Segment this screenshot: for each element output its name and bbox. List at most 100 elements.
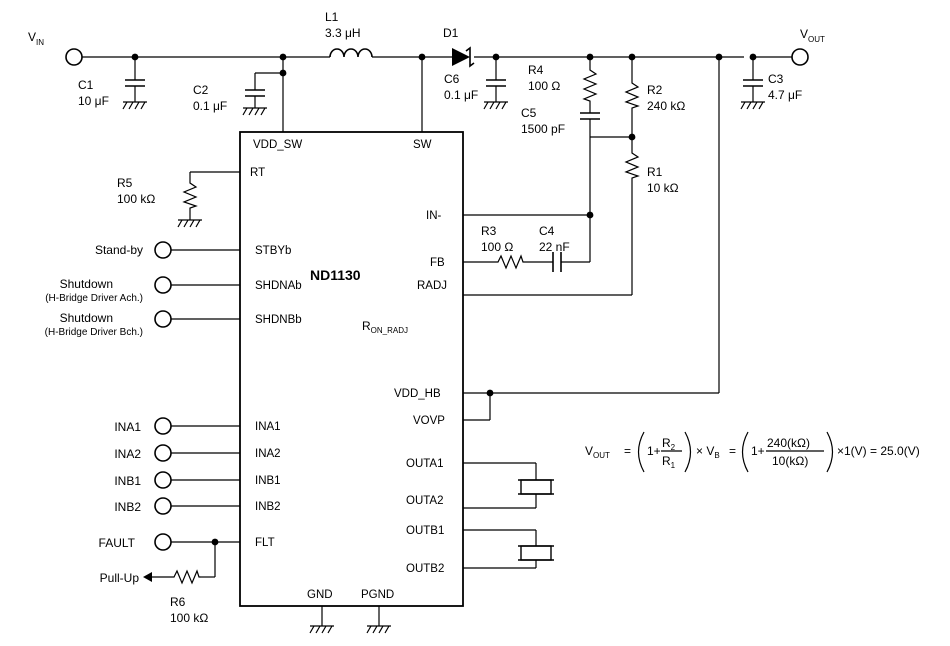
pin-fb: FB bbox=[430, 257, 445, 269]
resistor-r4-symbol bbox=[582, 66, 598, 104]
r3-ref: R3 bbox=[481, 224, 497, 238]
ground-icon bbox=[366, 625, 391, 634]
capacitor-c3-symbol bbox=[743, 79, 763, 87]
pin-outa1: OUTA1 bbox=[406, 458, 444, 470]
junction-dot bbox=[628, 133, 636, 141]
pin-outb1: OUTB1 bbox=[406, 525, 444, 537]
formula-paren-left-2 bbox=[741, 431, 749, 473]
shutdown-b-label: Shutdown bbox=[60, 311, 113, 325]
ron-radj-label: RON_RADJ bbox=[362, 319, 408, 335]
r6-value: 100 kΩ bbox=[170, 611, 208, 625]
ground-icon bbox=[122, 101, 147, 110]
capacitor-c4-symbol bbox=[552, 252, 562, 272]
c5-ref: C5 bbox=[521, 106, 537, 120]
c3-value: 4.7 μF bbox=[768, 88, 802, 102]
resistor-r3-symbol bbox=[495, 254, 525, 270]
ports bbox=[65, 48, 809, 551]
junction-dot bbox=[715, 53, 723, 61]
vin-label: VIN bbox=[28, 30, 44, 47]
formula-numerator: 240(kΩ) bbox=[767, 436, 810, 450]
d1-ref: D1 bbox=[443, 26, 459, 40]
resistor-r2-symbol bbox=[624, 80, 640, 110]
c6-ref: C6 bbox=[444, 72, 460, 86]
resistor-r1-symbol bbox=[624, 150, 640, 180]
ground-icon bbox=[483, 101, 508, 110]
r1-ref: R1 bbox=[647, 165, 663, 179]
ground-icon bbox=[242, 107, 267, 116]
diode-d1-symbol bbox=[452, 46, 475, 68]
junction-dot bbox=[418, 53, 426, 61]
pin-vovp: VOVP bbox=[413, 415, 445, 427]
vout-formula: VOUT = 1+ R2 R1 × VB = 1+ 240(kΩ) 10(kΩ)… bbox=[585, 431, 920, 473]
r3-value: 100 Ω bbox=[481, 240, 513, 254]
pullup-label: Pull-Up bbox=[100, 571, 140, 585]
ground-icon bbox=[740, 101, 765, 110]
junction-dot bbox=[279, 53, 287, 61]
c2-ref: C2 bbox=[193, 83, 209, 97]
c5-value: 1500 pF bbox=[521, 122, 565, 136]
resistor-r6-symbol bbox=[171, 569, 201, 585]
inb2-label: INB2 bbox=[114, 500, 141, 514]
ina1-terminal[interactable] bbox=[154, 417, 172, 435]
inb2-terminal[interactable] bbox=[154, 497, 172, 515]
inductor-l1-symbol bbox=[329, 48, 373, 58]
c2-value: 0.1 μF bbox=[193, 99, 227, 113]
shutdown-b-terminal[interactable] bbox=[154, 310, 172, 328]
junction-dot bbox=[586, 211, 594, 219]
vin-terminal[interactable] bbox=[65, 48, 83, 66]
junction-dots bbox=[131, 53, 757, 546]
standby-label: Stand-by bbox=[95, 243, 143, 257]
motor-b-symbol bbox=[518, 545, 554, 561]
ground-icon bbox=[177, 219, 202, 228]
resistor-r5-symbol bbox=[182, 180, 198, 210]
ina2-terminal[interactable] bbox=[154, 444, 172, 462]
inb1-terminal[interactable] bbox=[154, 471, 172, 489]
ic-nd1130-body bbox=[239, 131, 464, 607]
l1-ref: L1 bbox=[325, 10, 339, 24]
junction-dot bbox=[586, 53, 594, 61]
r4-value: 100 Ω bbox=[528, 79, 560, 93]
junction-dot bbox=[628, 53, 636, 61]
fault-terminal[interactable] bbox=[154, 533, 172, 551]
junction-dot bbox=[279, 69, 287, 77]
formula-r1: R1 bbox=[662, 454, 676, 470]
standby-terminal[interactable] bbox=[154, 241, 172, 259]
c3-ref: C3 bbox=[768, 72, 784, 86]
formula-vout: VOUT bbox=[585, 444, 610, 460]
r1-value: 10 kΩ bbox=[647, 181, 679, 195]
pin-gnd: GND bbox=[307, 589, 333, 601]
formula-paren-left-1 bbox=[637, 431, 645, 473]
vout-terminal[interactable] bbox=[791, 48, 809, 66]
formula-paren-right-2 bbox=[826, 431, 834, 473]
pin-shdnab: SHDNAb bbox=[255, 280, 302, 292]
junction-dot bbox=[492, 53, 500, 61]
pullup-arrow-icon bbox=[143, 572, 152, 582]
c6-value: 0.1 μF bbox=[444, 88, 478, 102]
inb1-label: INB1 bbox=[114, 474, 141, 488]
junction-dot bbox=[211, 538, 219, 546]
c4-value: 22 nF bbox=[539, 240, 570, 254]
formula-result: ×1(V) = 25.0(V) bbox=[837, 444, 920, 458]
r2-ref: R2 bbox=[647, 83, 663, 97]
r5-value: 100 kΩ bbox=[117, 192, 155, 206]
pin-shdnbb: SHDNBb bbox=[255, 314, 302, 326]
pin-outa2: OUTA2 bbox=[406, 495, 444, 507]
c1-ref: C1 bbox=[78, 78, 94, 92]
formula-times-vb: × VB bbox=[696, 444, 720, 460]
junction-dot bbox=[486, 389, 494, 397]
pin-inb1: INB1 bbox=[255, 475, 281, 487]
motor-a-symbol bbox=[518, 479, 554, 495]
shutdown-a-terminal[interactable] bbox=[154, 276, 172, 294]
ina2-label: INA2 bbox=[114, 447, 141, 461]
r4-ref: R4 bbox=[528, 63, 544, 77]
c4-ref: C4 bbox=[539, 224, 555, 238]
pin-radj: RADJ bbox=[417, 280, 447, 292]
pin-inb2: INB2 bbox=[255, 501, 281, 513]
junction-dot bbox=[131, 53, 139, 61]
shutdown-a-label: Shutdown bbox=[60, 277, 113, 291]
capacitor-c6-symbol bbox=[486, 79, 506, 87]
formula-one-plus-2: 1+ bbox=[751, 444, 765, 458]
shutdown-a-sublabel: (H-Bridge Driver Ach.) bbox=[45, 293, 143, 304]
r6-ref: R6 bbox=[170, 595, 186, 609]
